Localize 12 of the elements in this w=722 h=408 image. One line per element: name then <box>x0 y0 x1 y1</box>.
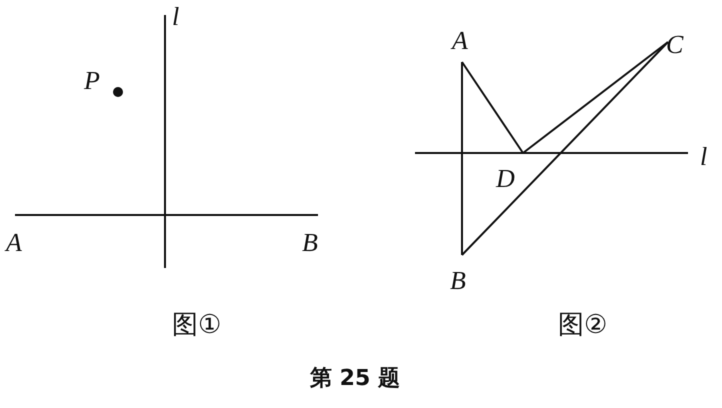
point-label: C <box>666 32 684 58</box>
point-label: D <box>496 166 515 192</box>
point-label: A <box>6 230 22 256</box>
point-label: A <box>452 28 468 54</box>
line-label: l <box>172 4 180 30</box>
figure-label: 图① <box>172 312 222 338</box>
figure-label: 图② <box>558 312 608 338</box>
caption: 第 25 题 <box>310 368 400 390</box>
point-label: P <box>84 68 100 94</box>
point-label: B <box>302 230 318 256</box>
point-label: B <box>450 268 466 294</box>
line-label: l <box>700 144 708 170</box>
